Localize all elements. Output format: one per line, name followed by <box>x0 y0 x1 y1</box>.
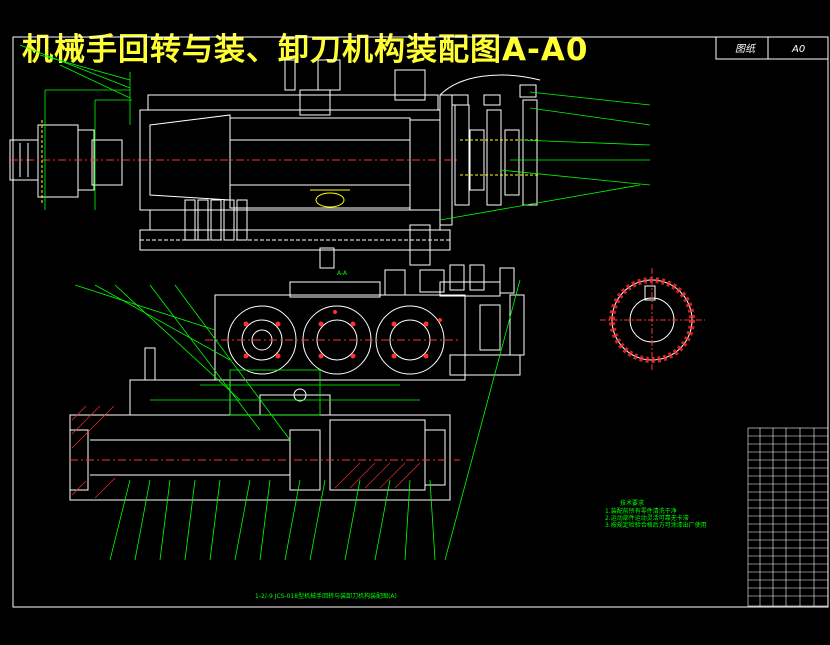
title-block-size: A0 <box>791 44 805 55</box>
top-view-hidden-lines <box>41 120 540 208</box>
notes-line-3: 3.按规定检验合格后方可涂漆出厂使用 <box>605 521 707 529</box>
section-label: A-A <box>337 270 348 277</box>
gear-train-section <box>205 264 525 381</box>
lower-section-hatching <box>71 405 421 499</box>
title-block-top: 图纸 A0 <box>715 36 829 60</box>
notes-heading: 技术要求 <box>620 499 644 507</box>
gear-bolt-circles <box>243 310 442 359</box>
assembly-caption: 1-2/-9 JCS-018型机械手回转与装卸刀机构装配图(A) <box>255 592 397 600</box>
lower-section-view <box>69 347 460 501</box>
lower-leader-lines <box>74 279 521 561</box>
drawing-title: 机械手回转与装、卸刀机构装配图A-A0 <box>22 32 589 68</box>
top-view-spindle-assembly <box>9 59 541 269</box>
notes-line-1: 1.装配前所有零件清洗干净 <box>605 507 677 515</box>
lower-section-green-detail <box>150 369 420 416</box>
title-block-label: 图纸 <box>735 43 757 55</box>
top-view-leader-lines <box>19 44 651 221</box>
section-a-a-view <box>600 268 705 372</box>
technical-notes: 技术要求 1.装配前所有零件清洗干净 2.运动部件运动灵活可靠无卡滞 3.按规定… <box>605 499 707 529</box>
notes-line-2: 2.运动部件运动灵活可靠无卡滞 <box>605 514 689 522</box>
parts-list-table <box>747 427 829 607</box>
drawing-frame <box>12 36 829 608</box>
